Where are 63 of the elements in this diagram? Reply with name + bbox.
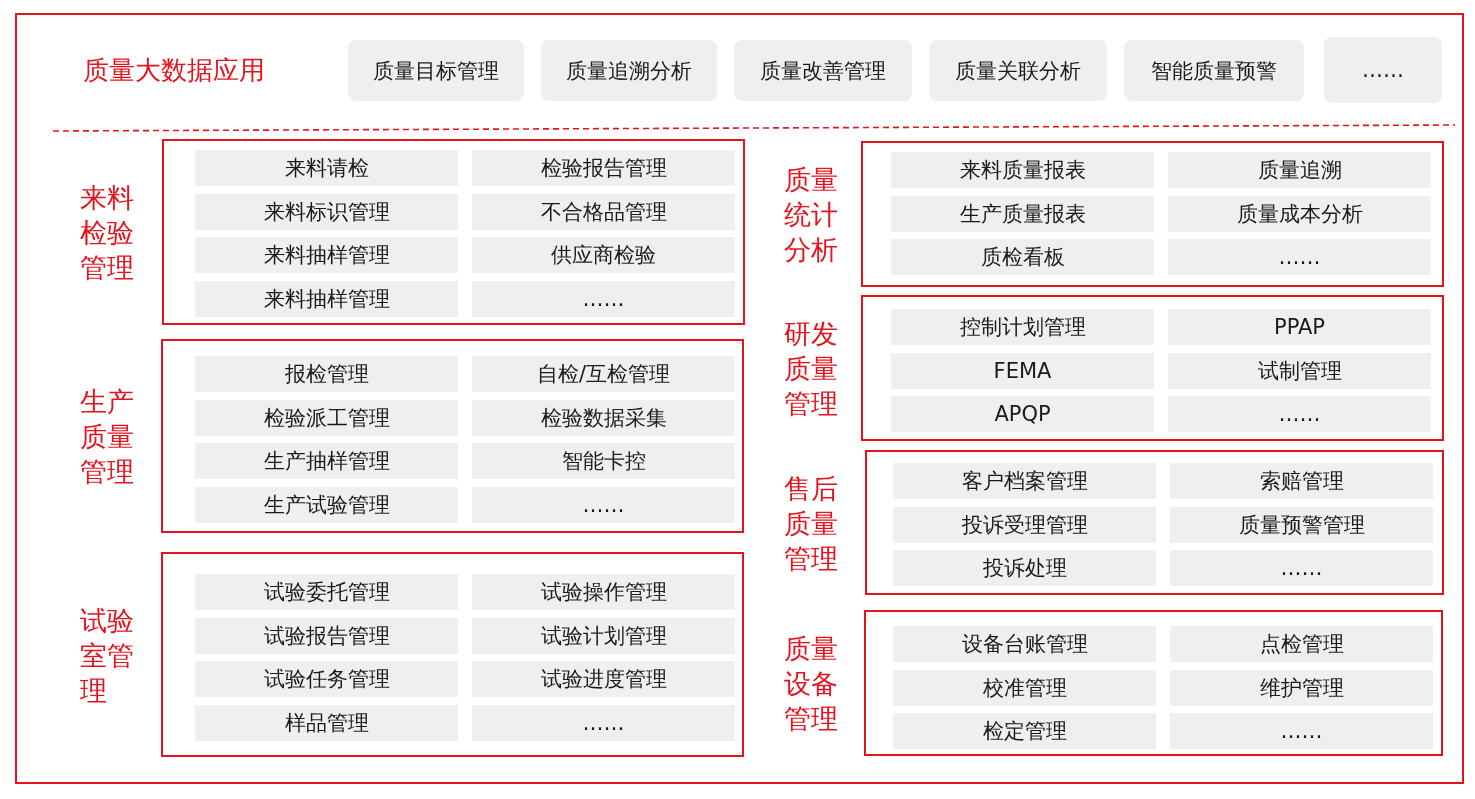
function-item: FEMA xyxy=(891,353,1154,389)
function-item: 设备台账管理 xyxy=(893,626,1156,662)
function-item: 检定管理 xyxy=(893,713,1156,749)
function-item: PPAP xyxy=(1168,309,1431,345)
application-item: …… xyxy=(1324,37,1442,103)
function-item: 质量预警管理 xyxy=(1170,507,1433,543)
application-item: 质量目标管理 xyxy=(348,40,524,101)
application-item: 质量关联分析 xyxy=(929,40,1107,101)
function-item: 投诉受理管理 xyxy=(893,507,1156,543)
application-item: 质量改善管理 xyxy=(734,40,912,101)
function-item: 自检/互检管理 xyxy=(472,356,735,392)
function-item: 质量成本分析 xyxy=(1168,196,1431,232)
function-item: 智能卡控 xyxy=(472,443,735,479)
function-item: 样品管理 xyxy=(195,705,458,741)
function-item: APQP xyxy=(891,396,1154,432)
section-heading: 质量设备管理 xyxy=(784,631,839,736)
function-item: 报检管理 xyxy=(195,356,458,392)
function-item: 检验报告管理 xyxy=(472,150,735,186)
function-item: 来料抽样管理 xyxy=(195,237,458,273)
section-heading: 试验室管理 xyxy=(80,603,135,707)
function-item: 质量追溯 xyxy=(1168,152,1431,188)
function-item: 客户档案管理 xyxy=(893,463,1156,499)
function-item: 试制管理 xyxy=(1168,353,1431,389)
function-item: 供应商检验 xyxy=(472,237,735,273)
function-item: 校准管理 xyxy=(893,670,1156,706)
function-item: …… xyxy=(1170,713,1433,749)
section-heading: 生产质量管理 xyxy=(80,384,135,489)
function-item: 维护管理 xyxy=(1170,670,1433,706)
application-item: 质量追溯分析 xyxy=(541,40,717,101)
function-item: 来料请检 xyxy=(195,150,458,186)
function-item: …… xyxy=(1168,396,1431,432)
function-item: 生产试验管理 xyxy=(195,487,458,523)
function-item: 控制计划管理 xyxy=(891,309,1154,345)
outer-frame xyxy=(15,13,1464,784)
function-item: 试验计划管理 xyxy=(472,618,735,654)
function-item: …… xyxy=(1168,239,1431,275)
function-item: 索赔管理 xyxy=(1170,463,1433,499)
function-item: 试验进度管理 xyxy=(472,661,735,697)
function-item: …… xyxy=(472,281,735,317)
section-heading: 研发质量管理 xyxy=(784,316,839,421)
function-item: …… xyxy=(472,487,735,523)
section-heading: 售后质量管理 xyxy=(784,471,839,575)
function-item: 试验报告管理 xyxy=(195,618,458,654)
function-item: 点检管理 xyxy=(1170,626,1433,662)
function-item: 试验委托管理 xyxy=(195,574,458,610)
function-item: 生产抽样管理 xyxy=(195,443,458,479)
function-item: 试验任务管理 xyxy=(195,661,458,697)
function-item: 质检看板 xyxy=(891,239,1154,275)
function-item: 生产质量报表 xyxy=(891,196,1154,232)
row-heading: 质量大数据应用 xyxy=(83,54,265,87)
function-item: 来料质量报表 xyxy=(891,152,1154,188)
function-item: 来料抽样管理 xyxy=(195,281,458,317)
function-item: 不合格品管理 xyxy=(472,194,735,230)
function-item: 检验派工管理 xyxy=(195,400,458,436)
function-item: 试验操作管理 xyxy=(472,574,735,610)
function-item: …… xyxy=(472,705,735,741)
function-item: 检验数据采集 xyxy=(472,400,735,436)
section-heading: 来料检验管理 xyxy=(80,180,135,285)
function-item: …… xyxy=(1170,550,1433,586)
function-item: 投诉处理 xyxy=(893,550,1156,586)
application-item: 智能质量预警 xyxy=(1124,40,1304,101)
function-item: 来料标识管理 xyxy=(195,194,458,230)
section-heading: 质量统计分析 xyxy=(784,162,839,267)
